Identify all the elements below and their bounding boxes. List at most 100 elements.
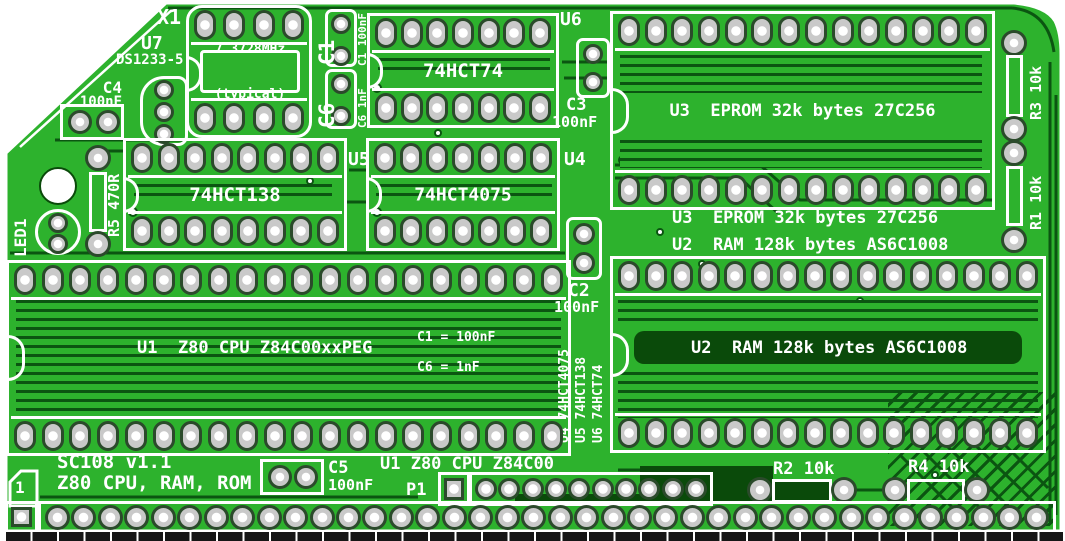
pad: [1015, 418, 1038, 448]
c6-ref: C6: [315, 102, 339, 128]
pad: [210, 216, 233, 246]
u6-ref: U6: [560, 9, 582, 30]
pad: [856, 418, 879, 448]
u1-pad-row-bottom: [11, 416, 566, 453]
r1-label: R1 10k: [1027, 175, 1045, 230]
u7-pad: [154, 80, 174, 100]
u2-notch: [610, 332, 629, 377]
pad: [697, 418, 720, 448]
pad: [638, 478, 661, 500]
pad: [858, 16, 881, 46]
note-vert-u6: U6 74HCT74: [591, 364, 606, 443]
edge-connector-row: [38, 501, 1056, 533]
u3-pad-row-top: [615, 14, 990, 51]
u6-pad-row-bottom: [372, 88, 554, 125]
pad: [14, 421, 36, 451]
pad: [71, 504, 97, 530]
pad: [804, 16, 827, 46]
c5-ref: C5: [328, 458, 349, 478]
pad: [362, 504, 388, 530]
r5-body: [89, 172, 107, 232]
pad: [521, 478, 544, 500]
pad: [400, 93, 423, 123]
pad: [803, 418, 826, 448]
pad: [831, 175, 854, 205]
pad: [485, 421, 508, 451]
pad: [157, 143, 180, 173]
pad: [777, 418, 800, 448]
r4-pad: [882, 477, 908, 503]
pad: [909, 261, 932, 291]
note-vert-u5: U5 74HCT138: [574, 356, 589, 443]
pad: [944, 504, 970, 530]
trace-bundle-u2-top: [618, 300, 1038, 326]
trace-bundle-u1: [16, 300, 561, 418]
c5-value: 100nF: [328, 476, 374, 494]
pad: [909, 418, 932, 448]
edge-square-pad: [11, 507, 32, 527]
pad: [503, 93, 526, 123]
pad: [374, 265, 397, 295]
c3-value: 100nF: [552, 113, 598, 131]
pad: [777, 261, 800, 291]
pad: [724, 175, 747, 205]
edge-connector-ticks: [4, 532, 1063, 541]
note-c1-value: C1 = 100nF: [417, 330, 496, 345]
pad: [911, 16, 934, 46]
pad: [400, 143, 422, 173]
c2-value: 100nF: [554, 298, 600, 316]
pad: [426, 93, 449, 123]
board-description: Z80 CPU, RAM, ROM: [57, 472, 252, 494]
pad: [223, 10, 246, 40]
u5-pad-row-bottom: [128, 211, 342, 248]
r4-pad: [964, 477, 990, 503]
pad: [41, 265, 64, 295]
pad: [936, 418, 959, 448]
c2-outline: [566, 217, 602, 280]
p1-pin1-box: [438, 472, 470, 506]
pad: [494, 504, 520, 530]
pad: [1023, 504, 1049, 530]
pad: [319, 421, 342, 451]
pad: [671, 418, 694, 448]
pad: [237, 143, 260, 173]
u5-socket: 74HCT138: [123, 138, 347, 251]
pad: [831, 16, 854, 46]
pad: [865, 504, 891, 530]
pad: [290, 143, 313, 173]
pad: [884, 16, 907, 46]
r2-pad: [747, 477, 773, 503]
pad: [256, 504, 282, 530]
pad: [485, 265, 508, 295]
pad: [936, 261, 959, 291]
pad: [568, 478, 591, 500]
r5-pad: [85, 145, 111, 171]
r4-body: [907, 479, 965, 503]
pad: [430, 265, 453, 295]
pad: [374, 143, 396, 173]
x1-frequency: 7.3728MHz: [214, 41, 286, 57]
pad: [698, 16, 721, 46]
pad: [697, 261, 720, 291]
pad: [574, 504, 600, 530]
u2-pad-row-top: [615, 259, 1041, 296]
u6-socket: 74HCT74: [367, 13, 559, 128]
pad: [778, 175, 801, 205]
u5-chip-label: 74HCT138: [189, 183, 281, 206]
pad: [374, 216, 396, 246]
r3-label: R3 10k: [1027, 65, 1045, 120]
pad: [618, 418, 640, 448]
u4-ref: U4: [564, 149, 586, 170]
pad: [503, 18, 526, 48]
pad: [661, 478, 684, 500]
pad: [375, 18, 397, 48]
x1-body-outline: 7.3728MHz (typical): [200, 42, 300, 102]
u6-chip-label: 74HCT74: [422, 59, 504, 82]
pad: [938, 16, 961, 46]
pad: [263, 265, 286, 295]
u5-ref: U5: [348, 149, 370, 170]
u2-label: U2 RAM 128k bytes AS6C1008: [691, 338, 968, 358]
pad: [838, 504, 864, 530]
u6-pad: [583, 72, 603, 92]
